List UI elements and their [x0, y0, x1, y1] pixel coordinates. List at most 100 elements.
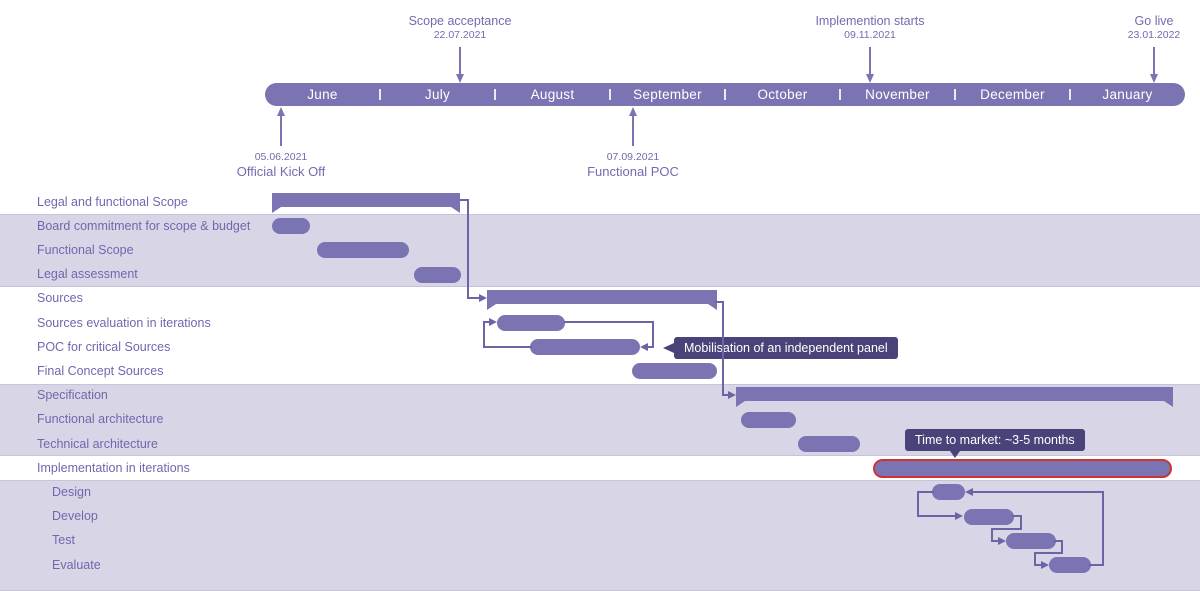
row-label-design: Design: [52, 485, 91, 499]
row-label-poc-for-critical-sources: POC for critical Sources: [37, 339, 171, 354]
milestone-title: Scope acceptance: [408, 14, 512, 28]
connector-design-to-develop: [917, 515, 956, 517]
bar-sources-evaluation: [497, 315, 565, 331]
row-label-legal-and-functional-scope: Legal and functional Scope: [37, 194, 188, 209]
connector-test-to-evaluate: [1034, 552, 1036, 566]
month-divider: [609, 89, 611, 100]
connector-sources-to-specification: [722, 394, 729, 396]
bar-legal-and-functional-scope: [272, 193, 460, 213]
milestone-title: Implemention starts: [815, 14, 925, 28]
milestone-date: 09.11.2021: [844, 29, 896, 41]
connector-sources-to-specification-arrowhead-icon: [728, 390, 736, 399]
milestone-arrow-line: [280, 115, 282, 146]
row-label-technical-architecture: Technical architecture: [37, 436, 158, 451]
milestone-arrow-line: [1153, 47, 1155, 75]
month-divider: [1069, 89, 1071, 100]
callout-time-to-market: Time to market: ~3-5 months: [905, 429, 1085, 451]
connector-design-to-develop-arrowhead-icon: [955, 511, 963, 520]
row-label-board-commitment-for-scope-budget: Board commitment for scope & budget: [37, 218, 251, 233]
milestone-date: 22.07.2021: [433, 29, 487, 41]
bar-poc-critical-sources: [530, 339, 640, 356]
month-divider: [379, 89, 381, 100]
row-label-sources: Sources: [37, 291, 83, 306]
month-divider: [839, 89, 841, 100]
bar-implementation-iterations: [873, 459, 1172, 479]
connector-design-to-develop: [917, 491, 934, 493]
connector-legal-to-sources: [467, 297, 480, 299]
arrow-down-icon: [865, 74, 874, 83]
connector-develop-to-test: [991, 528, 993, 542]
connector-evaluation-to-poc: [652, 321, 654, 348]
shaded-band: [0, 480, 1200, 591]
month-label-august: August: [530, 87, 575, 102]
connector-test-to-evaluate: [1061, 540, 1063, 554]
connector-poc-to-evaluation: [483, 321, 490, 323]
connector-develop-to-test-arrowhead-icon: [998, 536, 1006, 545]
milestone-title: Functional POC: [587, 164, 679, 179]
bar-evaluate: [1049, 557, 1091, 573]
connector-test-to-evaluate: [1054, 540, 1063, 542]
connector-evaluate-loop-to-design: [1102, 491, 1104, 566]
connector-develop-to-test: [991, 528, 1022, 530]
connector-legal-to-sources: [460, 199, 469, 201]
arrow-down-icon: [455, 74, 464, 83]
bar-functional-scope: [317, 242, 409, 259]
row-label-sources-evaluation-in-iterations: Sources evaluation in iterations: [37, 315, 211, 330]
connector-test-to-evaluate-arrowhead-icon: [1041, 560, 1049, 569]
connector-test-to-evaluate: [1034, 564, 1042, 566]
connector-evaluation-to-poc: [564, 321, 654, 323]
row-label-specification: Specification: [37, 388, 108, 403]
milestone-arrow-line: [869, 47, 871, 75]
connector-poc-to-evaluation: [483, 346, 532, 348]
connector-evaluate-loop-to-design: [1089, 564, 1104, 566]
callout-tail-icon: [663, 342, 674, 353]
month-label-june: June: [307, 87, 338, 102]
connector-evaluation-to-poc: [647, 346, 654, 348]
row-label-evaluate: Evaluate: [52, 557, 101, 572]
bar-board-commitment: [272, 218, 310, 235]
connector-design-to-develop: [917, 491, 919, 517]
connector-evaluation-to-poc-arrowhead-icon: [640, 342, 648, 351]
bar-final-concept-sources: [632, 363, 717, 380]
row-label-implementation-in-iterations: Implementation in iterations: [37, 460, 190, 475]
bar-test: [1006, 532, 1056, 549]
callout-mobilisation: Mobilisation of an independent panel: [674, 337, 898, 359]
connector-develop-to-test: [1012, 515, 1022, 517]
connector-poc-to-evaluation-arrowhead-icon: [489, 317, 497, 326]
milestone-date: 05.06.2021: [254, 151, 308, 163]
bar-develop: [964, 508, 1014, 525]
row-label-test: Test: [52, 533, 75, 548]
connector-legal-to-sources: [467, 199, 469, 299]
bar-specification: [736, 386, 1173, 407]
month-label-november: November: [865, 87, 930, 102]
milestone-arrow-line: [459, 47, 461, 75]
milestone-date: 07.09.2021: [606, 151, 660, 163]
milestone-title: Go live: [1134, 14, 1174, 28]
connector-develop-to-test: [991, 540, 999, 542]
connector-legal-to-sources-arrowhead-icon: [479, 293, 487, 302]
connector-poc-to-evaluation: [483, 321, 485, 348]
milestone-date: 23.01.2022: [1127, 29, 1181, 41]
month-label-january: January: [1102, 87, 1153, 102]
milestone-arrow-line: [632, 115, 634, 146]
bar-technical-architecture: [798, 436, 860, 452]
connector-develop-to-test: [1020, 515, 1022, 530]
row-label-develop: Develop: [52, 509, 98, 524]
row-label-final-concept-sources: Final Concept Sources: [37, 364, 164, 378]
arrow-up-icon: [276, 107, 285, 116]
month-divider: [724, 89, 726, 100]
connector-evaluate-loop-to-design-arrowhead-icon: [965, 487, 973, 496]
arrow-down-icon: [1149, 74, 1158, 83]
arrow-up-icon: [628, 107, 637, 116]
month-divider: [494, 89, 496, 100]
connector-sources-to-specification: [715, 301, 724, 303]
shaded-band: [0, 214, 1200, 287]
month-label-september: September: [633, 87, 702, 102]
row-label-functional-architecture: Functional architecture: [37, 412, 164, 427]
connector-test-to-evaluate: [1034, 552, 1063, 554]
